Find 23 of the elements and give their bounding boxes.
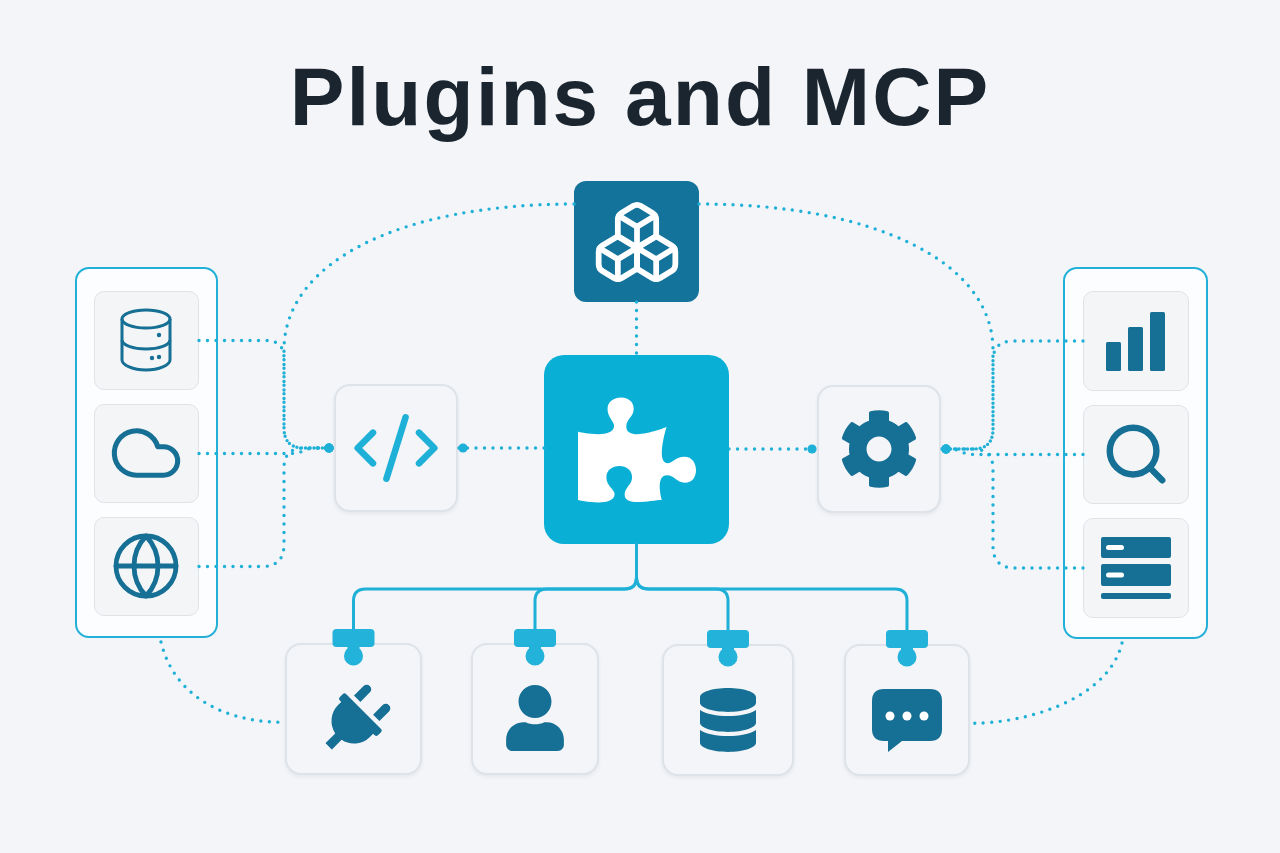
icon-tile: [285, 643, 422, 775]
dotted-connector: [971, 641, 1124, 725]
dotted-connector: [939, 444, 1085, 570]
dotted-connector: [456, 443, 546, 453]
icon-tile: [93, 516, 199, 616]
icon-tile: [574, 181, 699, 302]
icon-tile: [471, 643, 599, 775]
dotted-connector: [697, 202, 995, 454]
icon-tile: [1082, 517, 1189, 618]
side-panel: [75, 267, 218, 638]
icon-tile: [334, 384, 458, 512]
icon-tile: [1082, 290, 1189, 391]
icon-tile: [844, 644, 970, 776]
dotted-connector: [634, 300, 639, 357]
icon-tile: [662, 644, 794, 776]
icon-tile: [93, 403, 199, 503]
dotted-connector: [727, 444, 819, 454]
icon-tile: [1082, 404, 1189, 504]
side-panel: [1063, 267, 1208, 639]
hub-tile: [544, 355, 729, 544]
icon-tile: [817, 385, 941, 513]
icon-tile: [93, 290, 199, 390]
dotted-connector: [282, 202, 576, 453]
